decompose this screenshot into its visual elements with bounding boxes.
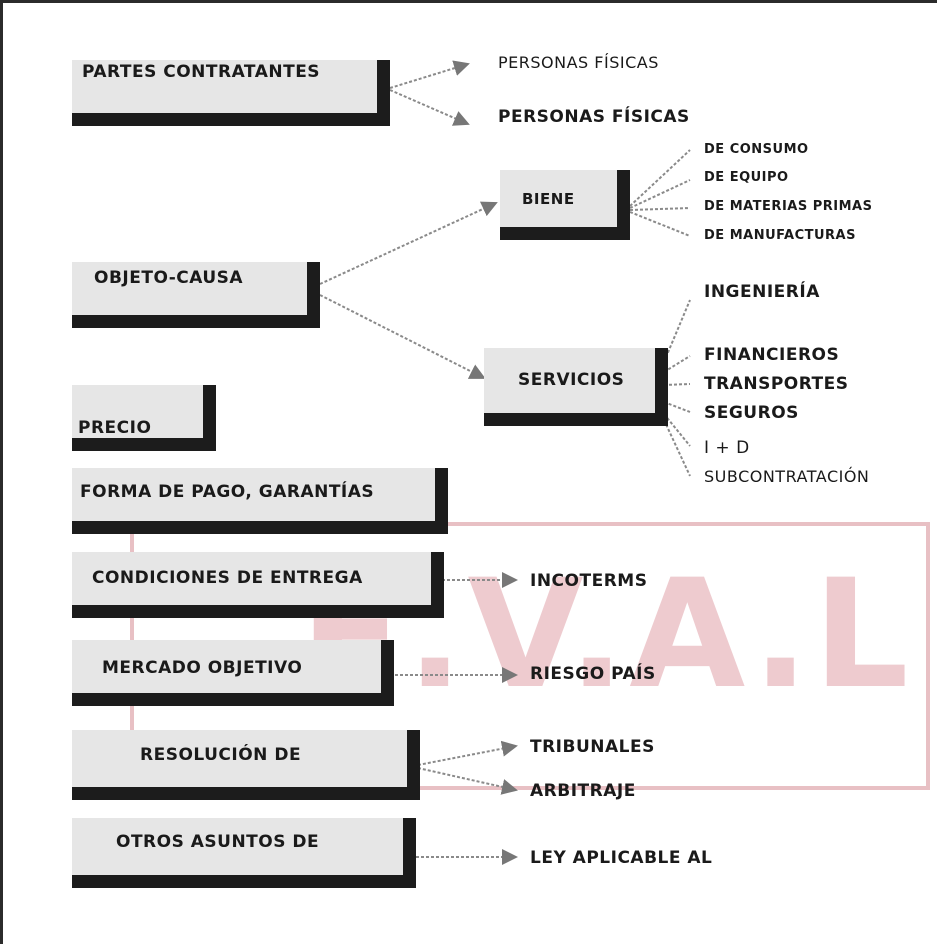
label-otros-asuntos: Otros asuntos de — [116, 832, 320, 852]
link-serv-6 — [663, 419, 691, 477]
item-bienes-equipo: de equipo — [704, 170, 789, 185]
item-incoterms: Incoterms — [530, 571, 648, 591]
link-bienes-3 — [629, 207, 691, 211]
item-riesgo-pais: Riesgo país — [530, 664, 656, 684]
box-forma-de-pago — [72, 468, 448, 534]
label-objeto-causa: Objeto-causa — [94, 268, 244, 288]
link-resol-2 — [417, 767, 518, 795]
label-precio: Precio — [78, 418, 152, 438]
item-bienes-materias: de materias primas — [704, 199, 873, 214]
box-bienes — [500, 170, 630, 240]
link-resol-1 — [417, 740, 518, 766]
box-otros-asuntos — [72, 818, 416, 888]
label-bienes: Biene — [522, 190, 575, 208]
label-forma-de-pago: Forma de pago, garantías — [80, 482, 375, 502]
label-condiciones-de-entrega: Condiciones de entrega — [92, 568, 363, 588]
label-servicios: Servicios — [518, 370, 625, 390]
item-bienes-manufacturas: de manufacturas — [704, 228, 856, 243]
item-ley-aplicable: Ley aplicable al — [530, 848, 713, 868]
box-resolucion — [72, 730, 420, 800]
link-partes-1 — [389, 60, 470, 89]
frame-top-border — [0, 0, 937, 3]
link-bienes-4 — [629, 211, 691, 237]
item-personas-fisicas-1: Personas físicas — [498, 53, 659, 72]
label-partes-contratantes: Partes contratantes — [82, 62, 321, 82]
link-partes-2 — [389, 89, 470, 126]
item-servicios-financieros: Financieros — [704, 345, 840, 365]
link-serv-1 — [663, 299, 691, 363]
box-condiciones-de-entrega — [72, 552, 444, 618]
box-servicios — [484, 348, 668, 426]
link-bienes-2 — [629, 179, 691, 209]
item-bienes-consumo: de consumo — [704, 142, 809, 157]
item-arbitraje: Arbitraje — [530, 781, 636, 801]
label-resolucion: Resolución de — [140, 745, 302, 765]
item-servicios-ingenieria: Ingeniería — [704, 282, 820, 302]
box-precio — [72, 385, 216, 451]
box-mercado-objetivo — [72, 640, 394, 706]
link-serv-2 — [663, 355, 691, 373]
item-servicios-id: I + D — [704, 438, 750, 458]
link-objeto-bienes — [319, 201, 498, 285]
link-serv-3 — [663, 383, 691, 386]
item-servicios-transportes: Transportes — [704, 374, 849, 394]
box-objeto-causa — [72, 262, 320, 328]
item-servicios-seguros: Seguros — [704, 403, 799, 423]
box-partes-contratantes — [72, 60, 390, 126]
item-personas-fisicas-2: Personas físicas — [498, 107, 690, 127]
link-serv-5 — [663, 413, 691, 447]
item-servicios-subcontratacion: Subcontratación — [704, 467, 870, 486]
item-tribunales: Tribunales — [530, 737, 655, 757]
link-bienes-1 — [629, 149, 691, 207]
link-objeto-servicios — [319, 294, 486, 379]
frame-left-border — [0, 0, 3, 944]
label-mercado-objetivo: Mercado objetivo — [102, 658, 303, 678]
